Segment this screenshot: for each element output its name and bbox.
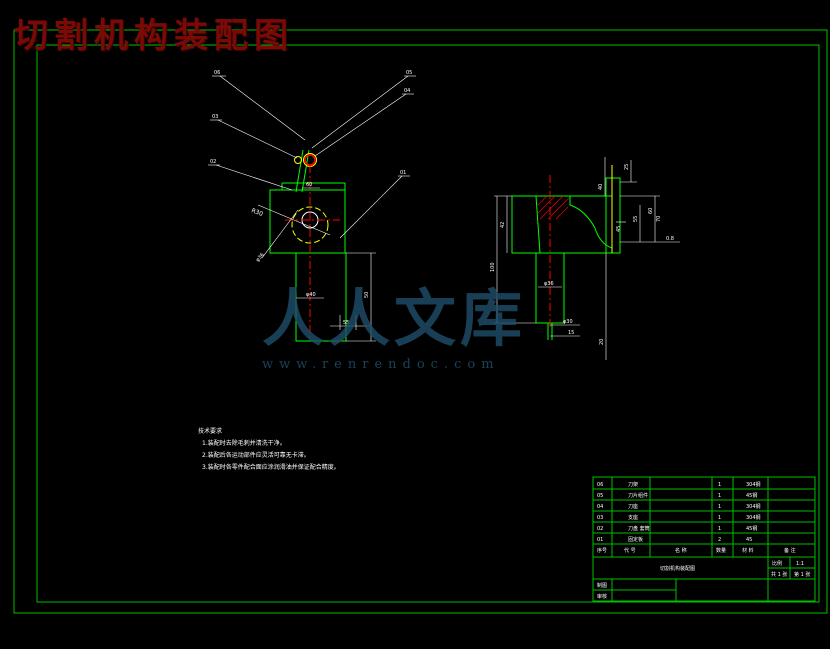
leader-line	[314, 93, 407, 157]
watermark-url: www.renrendoc.com	[262, 357, 500, 372]
dim-text: R30	[250, 207, 264, 218]
dim-text: φ40	[306, 292, 316, 298]
bom-cell-qty: 2	[718, 537, 721, 543]
dim-text: 55	[633, 216, 639, 222]
bom-cell-material: 304钢	[746, 503, 761, 510]
bom-cell-name: 刀座	[628, 503, 638, 510]
sheet-value: 第 1 张	[794, 571, 810, 578]
dim-text: 45	[616, 226, 622, 232]
bom-cell-no: 03	[597, 515, 603, 521]
technical-notes: 技术要求 1.装配时去除毛刺并清洗干净。 2.装配后各运动部件应灵活可靠无卡滞。…	[198, 426, 340, 474]
note-item: 2.装配后各运动部件应灵活可靠无卡滞。	[202, 452, 310, 459]
support-block	[269, 189, 346, 254]
bom-header-name: 名 称	[675, 547, 687, 554]
bom-cell-qty: 1	[718, 526, 721, 532]
balloon-label: 03	[212, 114, 218, 120]
hatched-section	[535, 195, 613, 254]
designer-label: 制图	[597, 582, 607, 589]
sheet-label: 共 1 张	[771, 571, 787, 578]
bom-cell-qty: 1	[718, 504, 721, 510]
bom-cell-name: 刀架	[628, 482, 638, 488]
notes-heading: 技术要求	[198, 428, 223, 435]
bom-cell-no: 01	[597, 537, 603, 543]
scale-value: 1:1	[796, 561, 804, 567]
pivot-ring	[304, 154, 316, 166]
dim-text: 50	[364, 292, 370, 298]
outer-frame	[13, 29, 828, 614]
bom-cell-material: 45钢	[746, 525, 757, 532]
pin	[294, 156, 302, 164]
bom-cell-qty: 1	[718, 515, 721, 521]
dim-text: φ36	[544, 281, 554, 287]
bom-cell-name: 刀盘 套筒	[628, 525, 650, 532]
balloon-label: 01	[400, 170, 406, 176]
bom-table: 06 刀架 1 304钢 05 刀片组件 1 45钢 04 刀座 1 304钢 03 支座 1 304钢 02 刀…	[597, 481, 761, 543]
dim-text: 70	[656, 216, 662, 222]
leader-line	[339, 175, 403, 239]
dim-text: 55	[343, 320, 349, 326]
bom-header-qty: 数量	[716, 547, 726, 554]
bom-header-no: 序号	[597, 547, 607, 554]
note-item: 1.装配时去除毛刺并清洗干净。	[202, 440, 286, 447]
leader-line	[219, 75, 306, 141]
radius-leader	[257, 204, 331, 236]
cutter-arm	[295, 149, 304, 193]
balloon-label: 05	[406, 70, 412, 76]
bom-cell-name: 刀片组件	[628, 492, 648, 499]
drawing-title: 切割机构装配图	[14, 16, 294, 56]
dim-text: 42	[500, 222, 506, 228]
dim-text: 0.8	[666, 236, 674, 242]
bom-cell-material: 304钢	[746, 514, 761, 521]
bom-cell-material: 304钢	[746, 481, 761, 488]
bom-cell-material: 45	[746, 537, 752, 543]
dim-text: 20	[599, 339, 605, 345]
cutter-disc	[291, 206, 329, 244]
bom-header: 序号 代 号 名 称 数量 材 料 备 注 切割机构装配图 比例 1:1 共 1…	[597, 547, 810, 600]
right-view: 42 100 φ36 φ30 15 20 25 40 45 55 60 70 0…	[490, 157, 680, 360]
cover-plate	[605, 177, 621, 254]
dim-text: 15	[568, 330, 574, 336]
checker-label: 审核	[597, 593, 607, 600]
dim-text: φ36	[255, 252, 266, 263]
bom-header-remark: 备 注	[784, 547, 796, 554]
bom-cell-qty: 1	[718, 482, 721, 488]
balloon-label: 06	[214, 70, 220, 76]
bom-header-code: 代 号	[624, 547, 636, 554]
balloon-label: 04	[404, 88, 410, 94]
balloon-label: 02	[210, 159, 216, 165]
leader-line	[217, 119, 298, 159]
cutter-arm	[301, 149, 310, 193]
scale-label: 比例	[772, 560, 782, 567]
leader-line	[311, 75, 409, 149]
inner-frame	[36, 44, 820, 603]
dim-text: 60	[306, 182, 312, 188]
bom-cell-qty: 1	[718, 493, 721, 499]
leader-line	[215, 164, 293, 191]
bom-cell-no: 02	[597, 526, 603, 532]
bom-header-material: 材 料	[742, 547, 754, 554]
diameter-leader	[261, 209, 299, 259]
bom-cell-name: 固定板	[628, 536, 643, 543]
watermark-brand: 人人文库	[262, 282, 527, 355]
hatch-lines	[537, 195, 570, 220]
dim-text: 25	[624, 164, 630, 170]
bom-cell-no: 06	[597, 482, 603, 488]
bom-cell-material: 45钢	[746, 492, 757, 499]
title-block	[592, 476, 816, 602]
bom-cell-name: 支座	[628, 514, 638, 521]
left-view: R30 φ36 φ40 50 55 60 06 05 04 03 02 01	[208, 70, 416, 342]
bom-cell-no: 04	[597, 504, 603, 510]
bom-cell-no: 05	[597, 493, 603, 499]
drawing-name: 切割机构装配图	[660, 565, 695, 572]
dim-text: 60	[648, 208, 654, 214]
note-item: 3.装配时各零件配合面应涂润滑油并保证配合精度。	[202, 464, 340, 471]
dim-text: 40	[598, 184, 604, 190]
shaft-housing	[295, 252, 347, 342]
dim-text: 100	[490, 262, 496, 272]
dim-text: φ30	[563, 319, 573, 325]
